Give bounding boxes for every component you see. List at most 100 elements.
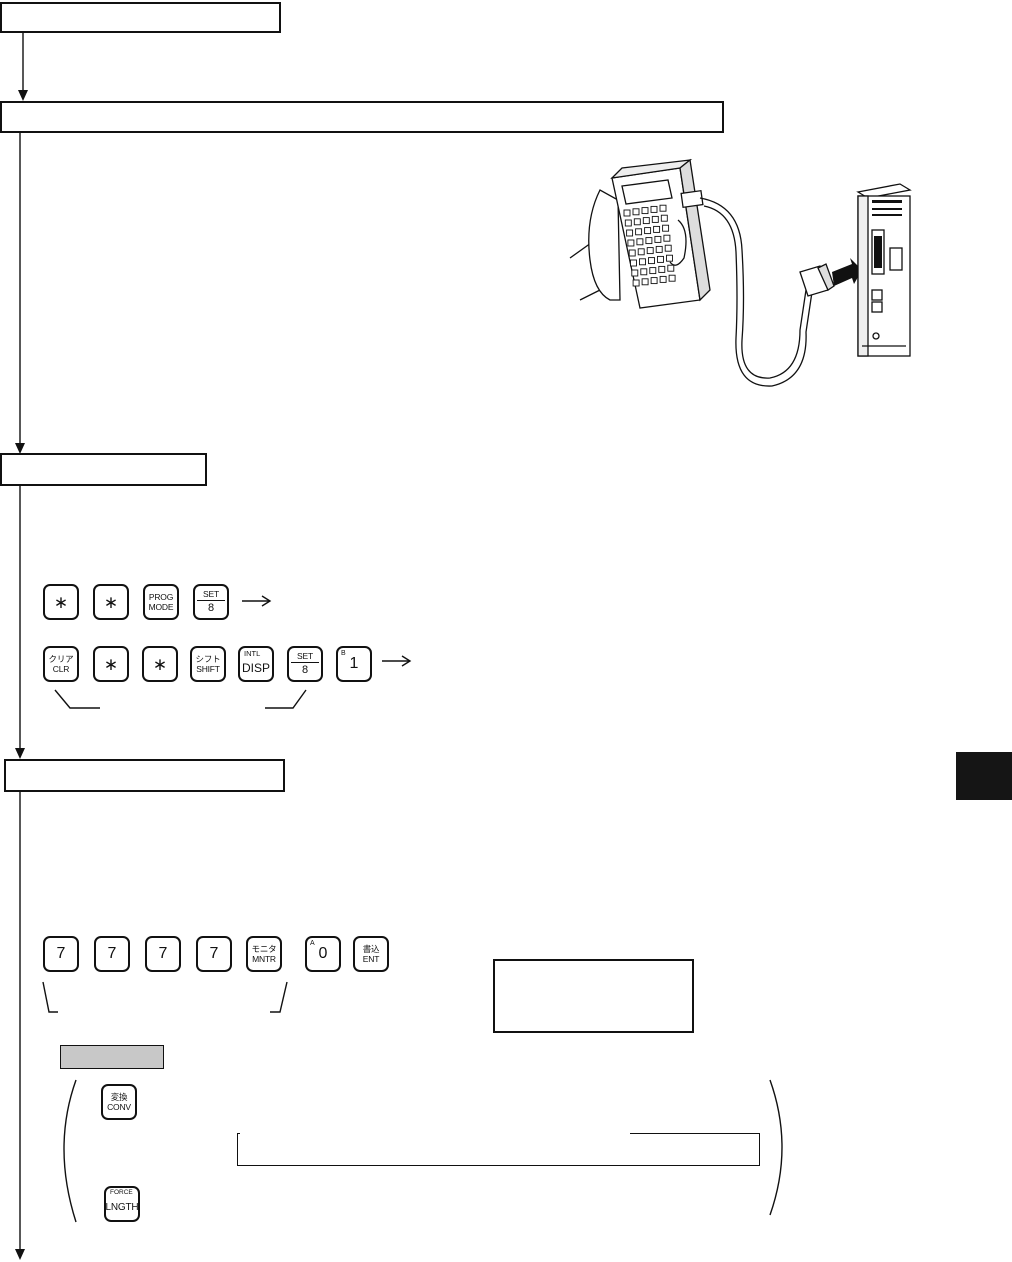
ent-label: ENT (362, 954, 380, 964)
keypad-button (667, 264, 675, 272)
force-length-key[interactable]: FORCE LNGTH (104, 1186, 140, 1222)
key-divider (291, 662, 319, 664)
side-index-tab (956, 752, 1012, 800)
shift-key[interactable]: シフト SHIFT (190, 646, 226, 682)
seven-label: 7 (56, 945, 66, 962)
keypad-button (650, 205, 658, 213)
mode-label: MODE (148, 602, 174, 612)
keypad-button (626, 229, 634, 237)
asterisk-label: ∗ (103, 654, 119, 674)
keypad-button (658, 265, 666, 273)
keypad-button (640, 268, 648, 276)
lngth-label: LNGTH (105, 1202, 139, 1213)
note-box-top-left (237, 1133, 240, 1135)
convert-key[interactable]: 変換 CONV (101, 1084, 137, 1120)
keypad-button (642, 217, 650, 225)
seven-key[interactable]: 7 (196, 936, 232, 972)
clear-key[interactable]: クリア CLR (43, 646, 79, 682)
keypad-button (655, 245, 663, 253)
keypad-button (627, 239, 635, 247)
keypad-button (641, 207, 649, 215)
keypad-button (649, 267, 657, 275)
asterisk-key[interactable]: ∗ (142, 646, 178, 682)
monitor-key[interactable]: モニタ MNTR (246, 936, 282, 972)
asterisk-key[interactable]: ∗ (93, 584, 129, 620)
keypad-button (664, 244, 672, 252)
keypad-button (631, 269, 639, 277)
mntr-label: MNTR (252, 954, 276, 964)
asterisk-key[interactable]: ∗ (43, 584, 79, 620)
keypad-button (644, 227, 652, 235)
set-label: SET (297, 650, 313, 661)
keypad-button (646, 247, 654, 255)
keypad-button (657, 255, 664, 263)
clear-jp-label: クリア (48, 653, 74, 664)
write-jp-label: 書込 (362, 943, 380, 954)
monitor-jp-label: モニタ (251, 943, 277, 954)
keypad-button (637, 248, 645, 256)
shift-label: SHIFT (196, 664, 220, 674)
intl-disp-key[interactable]: INTL DISP (238, 646, 274, 682)
convert-jp-label: 変換 (110, 1091, 128, 1102)
one-label: 1 (349, 655, 359, 672)
a-superscript: A (310, 940, 315, 947)
seven-label: 7 (209, 945, 219, 962)
keypad-button (632, 208, 640, 216)
set-8-key[interactable]: SET 8 (193, 584, 229, 620)
shift-jp-label: シフト (195, 653, 221, 664)
asterisk-key[interactable]: ∗ (93, 646, 129, 682)
keypad-button (641, 278, 649, 286)
one-key[interactable]: B 1 (336, 646, 372, 682)
set-8-key[interactable]: SET 8 (287, 646, 323, 682)
seven-label: 7 (158, 945, 168, 962)
keypad-button (648, 257, 655, 265)
intl-label: INTL (244, 649, 261, 658)
keypad-button (636, 238, 644, 246)
disp-label: DISP (241, 661, 270, 675)
seven-label: 7 (107, 945, 117, 962)
keypad-button (651, 215, 659, 223)
prog-label: PROG (148, 591, 174, 602)
key-divider (197, 600, 225, 602)
write-enter-key[interactable]: 書込 ENT (353, 936, 389, 972)
eight-label: 8 (302, 664, 308, 677)
note-box (237, 1133, 760, 1166)
keypad-button (662, 224, 670, 232)
keypad-button (663, 234, 671, 242)
step-box-1 (0, 2, 281, 33)
keypad-button (650, 277, 658, 285)
keypad-button (666, 254, 673, 262)
eight-label: 8 (208, 602, 214, 615)
zero-key[interactable]: A 0 (305, 936, 341, 972)
asterisk-label: ∗ (152, 654, 168, 674)
step-box-4 (4, 759, 285, 792)
force-label: FORCE (110, 1189, 133, 1196)
b-superscript: B (341, 650, 346, 657)
prog-mode-key[interactable]: PROG MODE (143, 584, 179, 620)
programmer-keypad (623, 204, 676, 287)
keypad-button (645, 237, 653, 245)
seven-key[interactable]: 7 (145, 936, 181, 972)
asterisk-label: ∗ (53, 592, 69, 612)
seven-key[interactable]: 7 (43, 936, 79, 972)
plc-unit-illustration (856, 183, 912, 357)
keypad-button (639, 258, 646, 266)
keypad-button (624, 219, 632, 227)
note-box-top-right (630, 1133, 760, 1135)
keypad-button (630, 259, 637, 267)
operation-label-tab (60, 1045, 164, 1069)
clr-label: CLR (52, 664, 70, 674)
keypad-button (628, 249, 636, 257)
keypad-button (668, 274, 676, 282)
keypad-button (623, 209, 631, 217)
conv-label: CONV (107, 1102, 131, 1112)
zero-label: 0 (318, 945, 328, 962)
keypad-button (654, 235, 662, 243)
keypad-button (660, 214, 668, 222)
keypad-button (632, 279, 640, 287)
step-box-3 (0, 453, 207, 486)
keypad-button (633, 218, 641, 226)
seven-key[interactable]: 7 (94, 936, 130, 972)
asterisk-label: ∗ (103, 592, 119, 612)
